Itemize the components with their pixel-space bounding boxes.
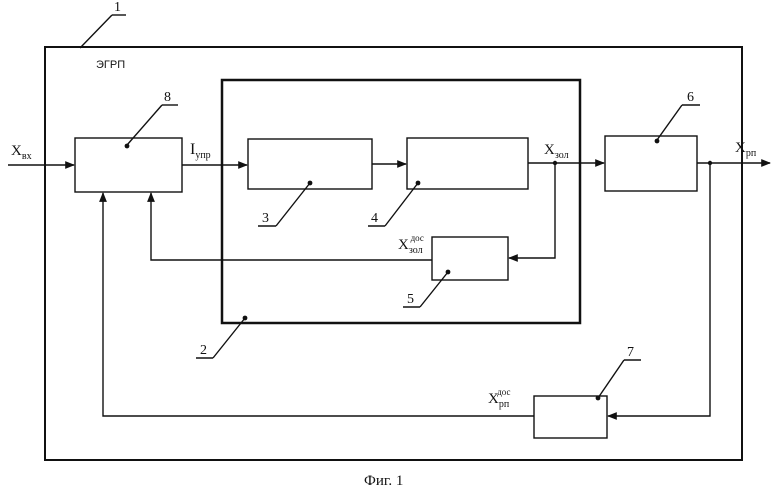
signal-x-zol-feedback: Xзолдос bbox=[398, 238, 424, 256]
arrow-5-to-8 bbox=[151, 193, 432, 260]
system-boundary bbox=[45, 47, 742, 460]
callout-6: 6 bbox=[687, 91, 694, 105]
anchor-dot-7 bbox=[596, 396, 601, 401]
callout-3: 3 bbox=[262, 212, 269, 226]
anchor-dot-3 bbox=[308, 181, 313, 186]
anchor-dot-6 bbox=[655, 139, 660, 144]
leader-7 bbox=[598, 360, 624, 398]
callout-1: 1 bbox=[114, 1, 121, 15]
callout-4: 4 bbox=[371, 212, 378, 226]
callout-2: 2 bbox=[200, 344, 207, 358]
system-label: ЭГРП bbox=[96, 60, 125, 71]
leader-8 bbox=[127, 105, 162, 145]
callout-5: 5 bbox=[407, 293, 414, 307]
signal-i-ctrl: Iупр bbox=[190, 142, 211, 161]
leader-4 bbox=[385, 183, 418, 226]
callout-7: 7 bbox=[627, 346, 634, 360]
leader-5 bbox=[420, 272, 448, 307]
arrow-output-to-7 bbox=[608, 163, 710, 416]
junction-dot-zol bbox=[553, 161, 557, 165]
leader-1 bbox=[80, 15, 112, 48]
signal-x-rp: Xрп bbox=[735, 141, 756, 159]
signal-x-in: Xвх bbox=[11, 144, 32, 162]
block-7 bbox=[534, 396, 607, 438]
anchor-dot-5 bbox=[446, 270, 451, 275]
anchor-dot-4 bbox=[416, 181, 421, 186]
callout-8: 8 bbox=[164, 91, 171, 105]
block-4 bbox=[407, 138, 528, 189]
signal-x-rp-feedback: Xрпдос bbox=[488, 392, 511, 410]
block-6 bbox=[605, 136, 697, 191]
arrow-feedback-to-5 bbox=[509, 163, 555, 258]
anchor-dot-8 bbox=[125, 144, 130, 149]
signal-x-zol: Xзол bbox=[544, 143, 569, 161]
arrow-7-to-8 bbox=[103, 193, 534, 416]
figure-caption: Фиг. 1 bbox=[364, 474, 403, 489]
junction-dot-output bbox=[708, 161, 712, 165]
anchor-dot-2 bbox=[243, 316, 248, 321]
block-5 bbox=[432, 237, 508, 280]
leader-6 bbox=[657, 105, 682, 140]
block-2 bbox=[222, 80, 580, 323]
